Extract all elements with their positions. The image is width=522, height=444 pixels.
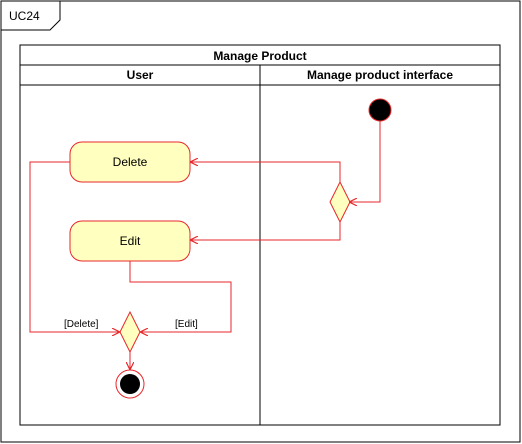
guard-delete: [Delete] <box>64 319 99 330</box>
flow-delete-to-merge <box>29 161 119 332</box>
initial-node <box>368 98 392 122</box>
flow-initial-to-decision <box>350 121 381 202</box>
pool-title: Manage Product <box>213 49 306 63</box>
lane-interface-label: Manage product interface <box>307 68 453 82</box>
guard-edit: [Edit] <box>175 319 198 330</box>
frame-tab <box>1 1 61 31</box>
action-edit-label: Edit <box>120 234 141 248</box>
frame-tag: UC24 <box>9 9 40 23</box>
flow-edit-to-merge <box>129 261 232 332</box>
flow-decision-to-delete <box>191 162 341 182</box>
final-node-core <box>120 374 140 394</box>
flow-decision-to-edit <box>191 222 341 240</box>
lane-user-label: User <box>127 68 154 82</box>
action-delete-label: Delete <box>113 155 148 169</box>
